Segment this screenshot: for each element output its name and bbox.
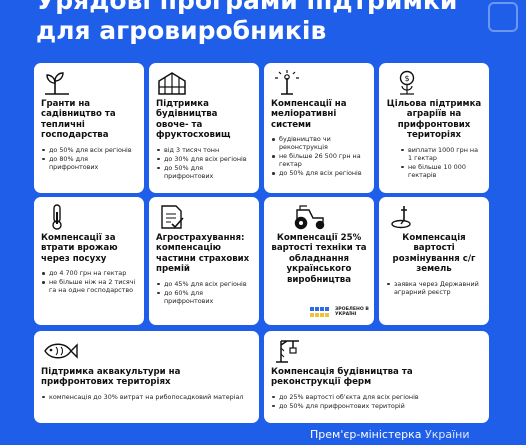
card-title: Компенсація вартості розмінування с/г зе… bbox=[392, 233, 476, 275]
fish-icon bbox=[41, 338, 79, 364]
card-title: Підтримка будівництва овоче- та фруктосх… bbox=[156, 99, 231, 141]
program-card-demining: Компенсація вартості розмінування с/г зе… bbox=[379, 197, 489, 325]
footer-part-2: України bbox=[421, 428, 470, 441]
card-bullet: до 80% для прифронтових bbox=[41, 155, 137, 171]
program-card-irrigation: Компенсації на меліоративні системи буді… bbox=[264, 63, 374, 193]
money-plant-icon: $ bbox=[391, 70, 423, 96]
card-title: Компенсації на меліоративні системи bbox=[271, 99, 347, 130]
card-bullet: виплати 1000 грн на 1 гектар bbox=[400, 146, 482, 162]
program-card-insurance: Агрострахування: компенсацію частини стр… bbox=[149, 197, 259, 325]
program-card-drought: Компенсації за втрати врожаю через посух… bbox=[34, 197, 144, 325]
sprinkler-icon bbox=[271, 70, 303, 96]
card-bullet: від 3 тисяч тонн bbox=[156, 146, 252, 154]
card-title: Гранти на садівництво та тепличні господ… bbox=[41, 99, 116, 141]
sprout-icon bbox=[41, 70, 73, 96]
card-title: Агрострахування: компенсацію частини стр… bbox=[156, 233, 250, 275]
card-bullet: не більше 26 500 грн на гектар bbox=[271, 152, 367, 168]
card-bullet: до 4 700 грн на гектар bbox=[41, 269, 137, 277]
document-check-icon bbox=[156, 204, 188, 230]
card-bullet: не більше ніж на 2 тисячі га на одне гос… bbox=[41, 278, 137, 294]
crane-icon bbox=[271, 338, 303, 364]
program-card-machinery: Компенсації 25% вартості техніки та обла… bbox=[264, 197, 374, 325]
card-bullet: до 50% для прифронтових територій bbox=[271, 402, 482, 410]
card-bullet: до 25% вартості об'єкта для всіх регіоні… bbox=[271, 393, 482, 401]
thermometer-icon bbox=[41, 204, 73, 230]
card-title: Підтримка аквакультури на прифронтових т… bbox=[41, 367, 181, 388]
program-card-farms: Компенсація будівництва та реконструкції… bbox=[264, 331, 489, 423]
badge-text: ЗРОБЛЕНО В УКРАЇНІ bbox=[335, 307, 369, 318]
card-bullet: до 45% для всіх регіонів bbox=[156, 280, 252, 288]
mine-detector-icon bbox=[386, 204, 418, 230]
card-bullet: до 50% для прифронтових bbox=[156, 164, 252, 180]
program-card-storage: Підтримка будівництва овоче- та фруктосх… bbox=[149, 63, 259, 193]
program-card-frontline: $ Цільова підтримка аграріїв на прифронт… bbox=[379, 63, 489, 193]
program-card-gardening: Гранти на садівництво та тепличні господ… bbox=[34, 63, 144, 193]
footer-signature: Прем'єр-міністерка України bbox=[310, 428, 470, 441]
card-title: Компенсації за втрати врожаю через посух… bbox=[41, 233, 118, 264]
card-title: Цільова підтримка аграріїв на прифронтов… bbox=[386, 99, 482, 141]
page-title-line-1: Урядові програми підтримки bbox=[36, 0, 458, 15]
card-bullet: до 50% для всіх регіонів bbox=[41, 146, 137, 154]
made-in-ukraine-badge: ЗРОБЛЕНО В УКРАЇНІ bbox=[310, 307, 374, 317]
card-bullet: до 30% для всіх регіонів bbox=[156, 155, 252, 163]
card-bullet: будівництво чи реконструкція bbox=[271, 135, 367, 151]
svg-text:$: $ bbox=[404, 74, 409, 83]
card-bullet: компенсація до 30% витрат на рибопосадко… bbox=[41, 393, 252, 401]
tractor-icon bbox=[289, 204, 329, 230]
program-card-aquaculture: Підтримка аквакультури на прифронтових т… bbox=[34, 331, 259, 423]
page-title: Урядові програми підтримки для агровироб… bbox=[36, 0, 476, 46]
card-bullet: до 60% для прифронтових bbox=[156, 289, 252, 305]
card-title: Компенсації 25% вартості техніки та обла… bbox=[271, 233, 367, 285]
wheat-logo-icon bbox=[488, 2, 518, 32]
footer-part-1: Прем'єр-міністерка bbox=[310, 428, 422, 441]
page-title-line-2: для агровиробників bbox=[36, 16, 327, 45]
card-bullet: до 50% для всіх регіонів bbox=[271, 169, 367, 177]
greenhouse-icon bbox=[156, 70, 188, 96]
card-title: Компенсація будівництва та реконструкції… bbox=[271, 367, 413, 388]
card-bullet: заявка через Державний аграрний реєстр bbox=[386, 280, 482, 296]
card-bullet: не більше 10 000 гектарів bbox=[400, 163, 482, 179]
made-in-ukraine-flag-icon bbox=[310, 307, 332, 317]
